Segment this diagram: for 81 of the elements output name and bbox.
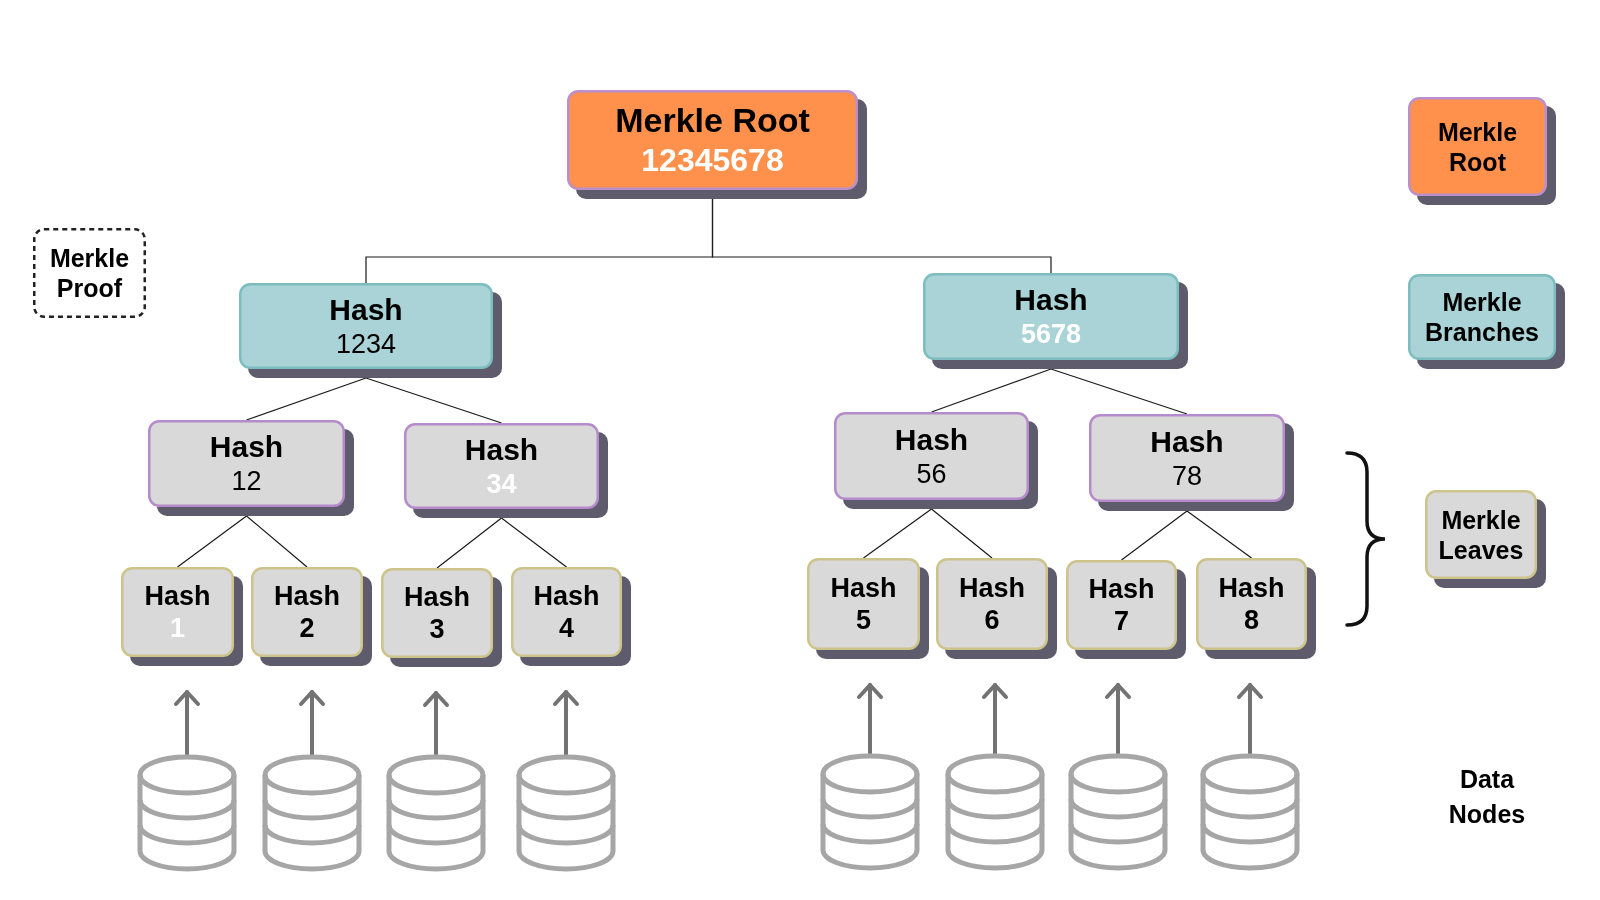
arrow [299,690,325,756]
key-label: Merkle Proof [48,243,131,303]
key-box [1425,490,1546,588]
hash-title: Hash [274,579,340,612]
hash-title: Hash [464,431,539,468]
database-icon [137,754,237,872]
connector-line [1050,368,1188,415]
hash-title: Hash [1014,282,1088,319]
dashed-key-box [33,228,146,318]
database-icon [820,753,920,871]
hash-title: Hash [1218,571,1285,604]
key-label: Data Nodes [1447,764,1527,830]
arrow [1105,683,1131,755]
database-icon [516,754,616,872]
hash-title: Hash [1088,572,1155,605]
database-icon [386,754,486,872]
hash-title: Hash [959,571,1025,604]
hash-value: 3 [429,613,445,646]
leaf-hash-box [381,568,502,667]
leaf-hash-box [121,567,243,666]
key-label: Merkle Branches [1424,287,1540,347]
connector-line [500,517,568,568]
database-icon [262,754,362,872]
connector-line [862,508,933,559]
database-icon [1200,753,1300,871]
leaf-hash-box [807,558,929,659]
root-hash-box [567,90,867,199]
connector-line [930,368,1052,413]
hash-title: Hash [144,579,211,612]
hash-value: 8 [1244,604,1259,637]
hash-value: 12 [231,465,262,498]
hash-title: Hash [830,571,897,604]
branch-hash-box [239,283,502,378]
hash-title: Hash [894,421,969,458]
database-icon [945,753,1045,871]
arrow [857,683,883,755]
key-box [1408,274,1565,369]
arrow [423,691,449,756]
arrow [982,683,1008,755]
hash-value: 12345678 [641,141,784,180]
arrow [553,690,579,756]
connector-line [711,198,1052,274]
hash-title: Merkle Root [615,100,810,142]
hash-box [1089,414,1294,511]
connector-line [245,377,367,421]
leaf-hash-box [1066,560,1186,659]
hash-title: Hash [1150,423,1224,460]
key-box [1408,97,1556,205]
connector-line [930,508,993,559]
database-icon [1068,753,1168,871]
connector-line [245,515,308,568]
hash-value: 6 [984,604,1000,637]
connector-line [176,515,248,568]
leaf-hash-box [251,567,372,666]
hash-value: 78 [1171,459,1202,493]
connector-line [436,517,503,569]
connector-line [365,377,503,424]
hash-value: 5678 [1020,318,1082,351]
arrow [174,690,200,756]
leaf-hash-box [511,567,631,666]
hash-value: 5 [856,604,871,637]
connector-line [1186,510,1253,559]
hash-value: 2 [299,612,315,645]
hash-title: Hash [404,580,470,613]
hash-value: 56 [916,457,947,491]
key-label: Merkle Root [1436,116,1519,177]
branch-hash-box [923,273,1188,369]
connector-line [1120,510,1188,561]
leaf-hash-box [1196,558,1316,659]
hash-value: 4 [559,612,574,645]
arrow [1237,683,1263,755]
leaf-hash-box [936,558,1057,659]
hash-title: Hash [533,579,600,612]
hash-title: Hash [209,429,284,466]
hash-value: 1234 [335,327,397,361]
hash-value: 7 [1114,605,1129,638]
hash-box [404,423,608,518]
hash-box [834,412,1038,509]
key-label: Merkle Leaves [1437,504,1525,565]
hash-title: Hash [329,291,403,328]
hash-box [148,420,354,516]
